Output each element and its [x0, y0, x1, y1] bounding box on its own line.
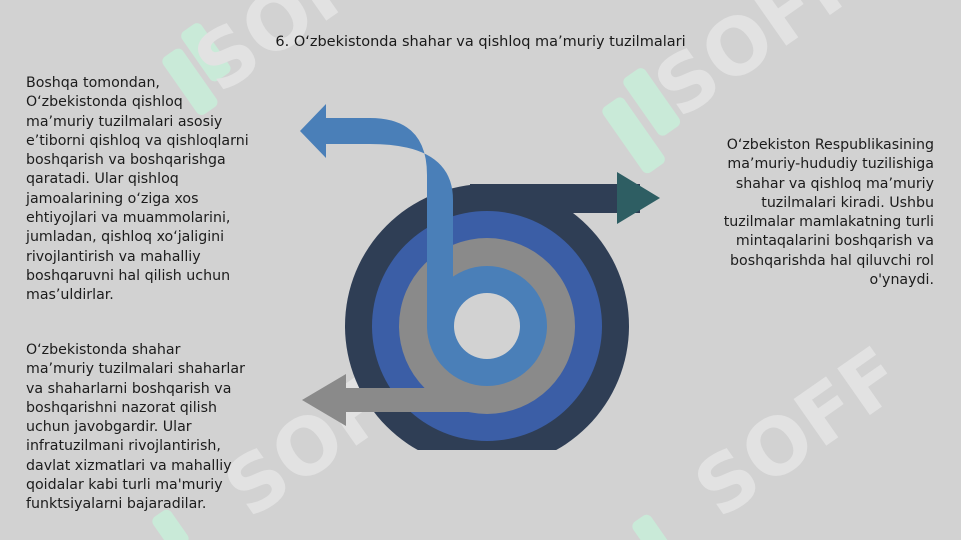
inner-ring-stem [345, 118, 453, 326]
slide-title: 6. O‘zbekistonda shahar va qishloq ma’mu… [275, 34, 686, 50]
gray-arrow-head [302, 374, 346, 426]
overview-text: O‘zbekiston Respublikasining ma’muriy-hu… [723, 137, 934, 289]
urban-structures-text: O‘zbekistonda shahar ma’muriy tuzilmalar… [26, 342, 245, 513]
teal-arrow-head [617, 172, 660, 224]
blue-arrow-shaft [322, 118, 350, 144]
rural-structures-text: Boshqa tomondan, O‘zbekistonda qishloq m… [26, 75, 249, 304]
blue-arrow-head [300, 104, 326, 158]
gray-ring-arm [325, 388, 490, 412]
circular-arrow-diagram [300, 104, 660, 450]
center-hole [454, 293, 520, 359]
watermark-text-4: SOFF [679, 330, 918, 535]
watermark-text-2: SOFF [639, 0, 878, 136]
outer-ring-arm [470, 184, 640, 213]
